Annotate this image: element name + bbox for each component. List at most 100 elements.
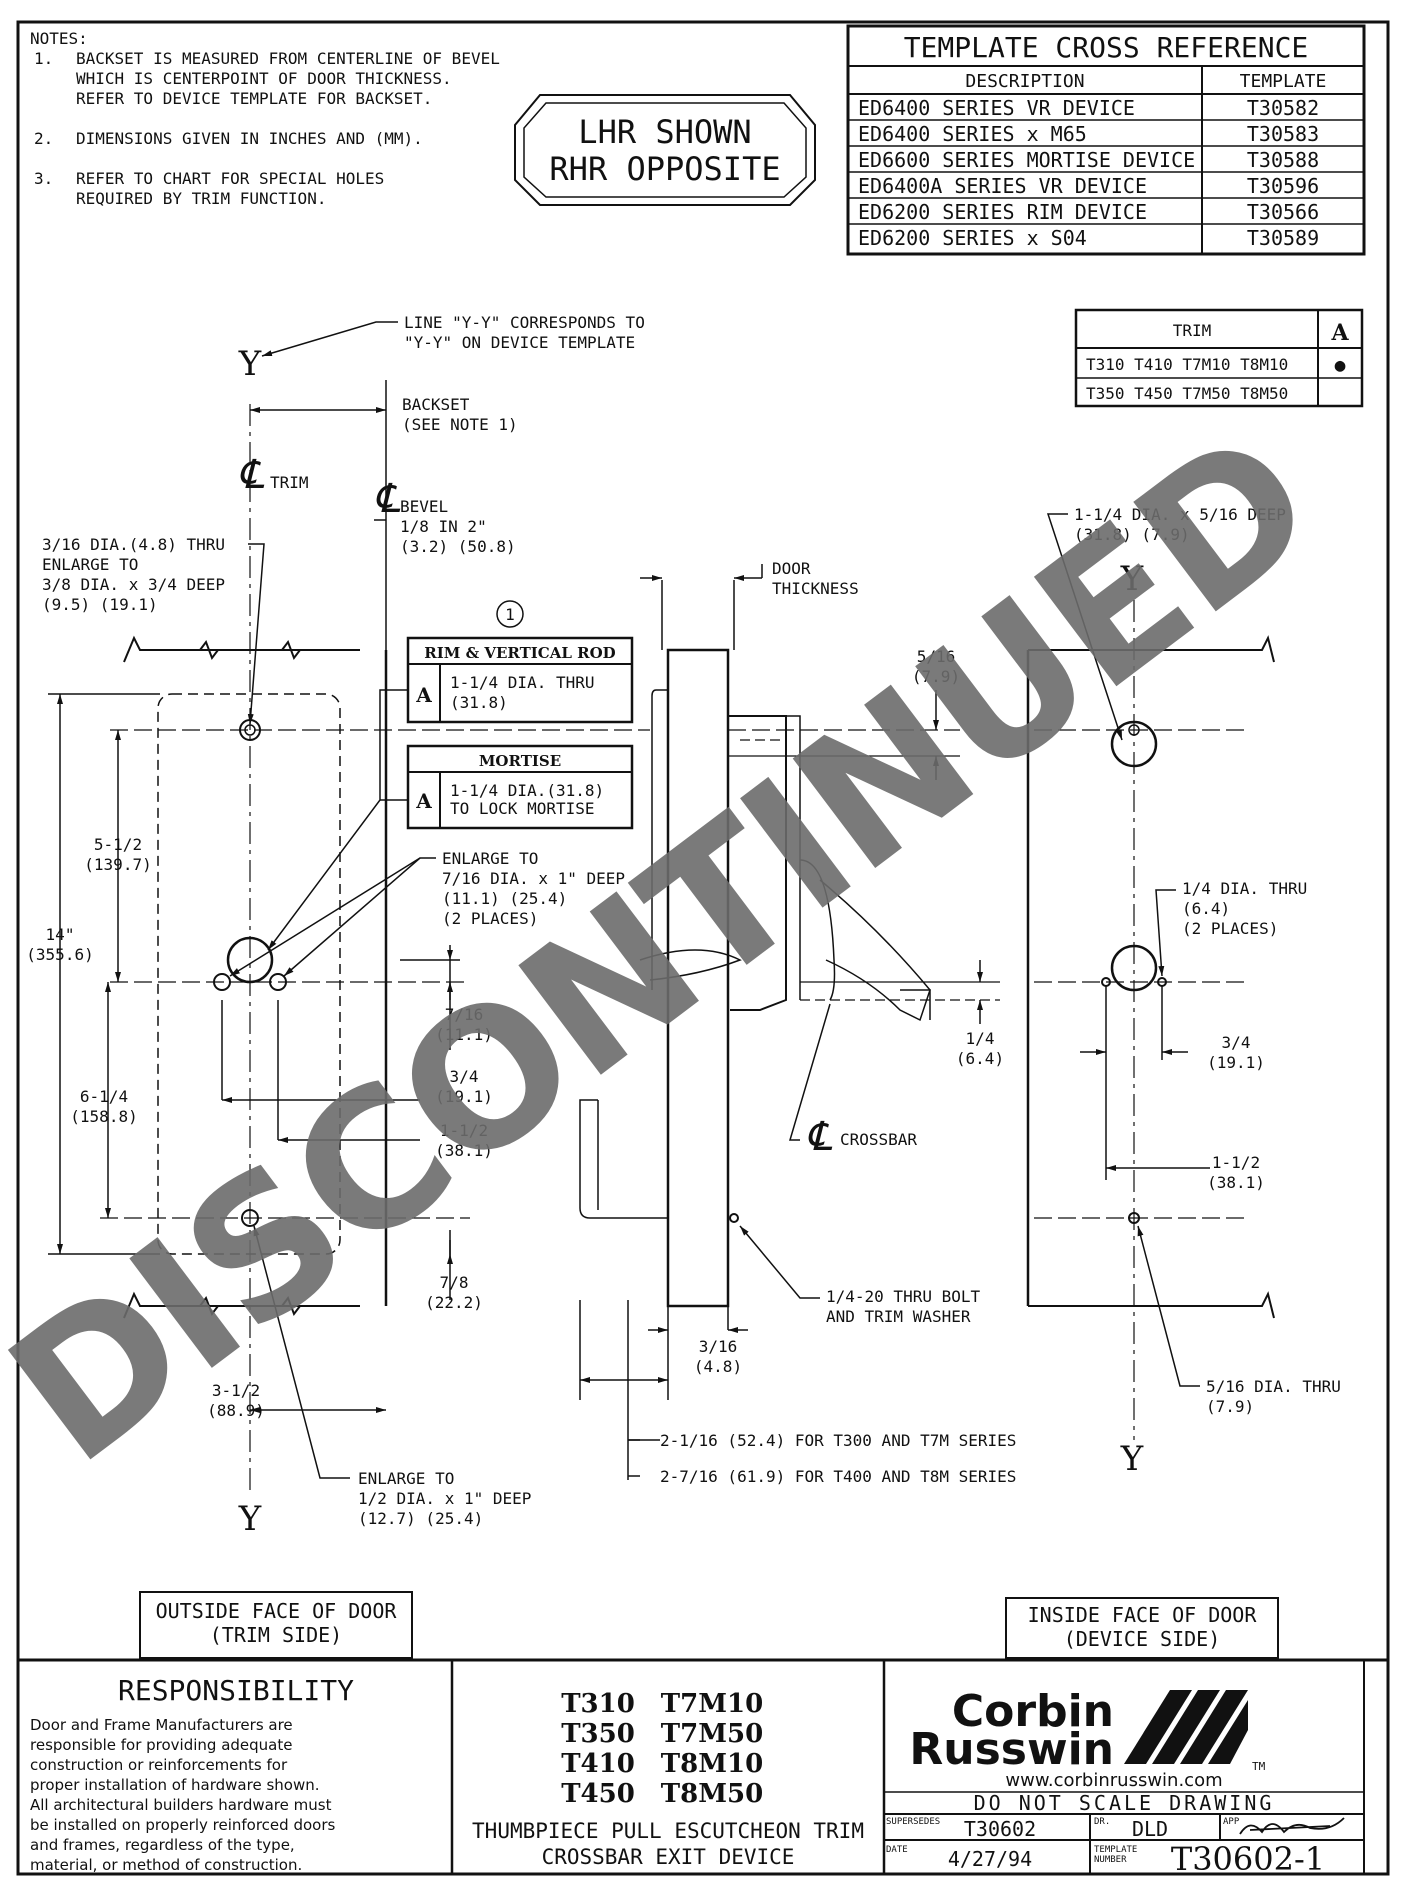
description-line-2: CROSSBAR EXIT DEVICE (542, 1845, 795, 1869)
rim-box-title: RIM & VERTICAL ROD (424, 644, 615, 662)
dim-3-1-2-mm: (88.9) (207, 1401, 265, 1420)
dim-1-4: 1/4 (966, 1029, 995, 1048)
outside-face-line-2: (TRIM SIDE) (210, 1623, 342, 1647)
xref-row-5-description: ED6200 SERIES RIM DEVICE (858, 200, 1147, 224)
xref-row-1-description: ED6400 SERIES VR DEVICE (858, 96, 1135, 120)
inside-face-line-1: INSIDE FACE OF DOOR (1028, 1603, 1258, 1627)
xref-row-2-description: ED6400 SERIES x M65 (858, 122, 1087, 146)
responsibility-line-3: construction or reinforcements for (30, 1756, 288, 1774)
thru-bolt-note-1: 1/4-20 THRU BOLT (826, 1287, 980, 1306)
trim-table-header-a: A (1330, 320, 1349, 346)
notes-block: NOTES: 1. BACKSET IS MEASURED FROM CENTE… (30, 29, 500, 208)
dim-3-4-mm: (19.1) (435, 1087, 493, 1106)
brand-logo-icon (1124, 1690, 1248, 1764)
centerline-bevel-label-1: BEVEL (400, 497, 448, 516)
circled-note-1: 1 (505, 605, 515, 624)
model-t450: T450 (561, 1779, 635, 1809)
centerline-crossbar-label: CROSSBAR (840, 1130, 917, 1149)
trim-table-row-2-models: T350 T450 T7M50 T8M50 (1086, 384, 1288, 403)
centerline-bevel-label-2: 1/8 IN 2" (400, 517, 487, 536)
note-2-number: 2. (34, 129, 53, 148)
centerline-trim-icon: ℄ (238, 452, 265, 498)
xref-row-3-template: T30588 (1247, 148, 1319, 172)
note-3-line-2: REQUIRED BY TRIM FUNCTION. (76, 189, 326, 208)
mortise-box-line-2: TO LOCK MORTISE (450, 799, 595, 818)
model-t350: T350 (561, 1719, 635, 1749)
inside-quarter-hole-note-1: 1/4 DIA. THRU (1182, 879, 1307, 898)
responsibility-line-2: responsible for providing adequate (30, 1736, 293, 1754)
discontinued-watermark: DISCONTINUED (0, 391, 1350, 1505)
rim-box-line-2: (31.8) (450, 693, 508, 712)
rim-vertical-rod-box: RIM & VERTICAL ROD A 1-1/4 DIA. THRU (31… (406, 636, 634, 724)
left-vertical-dimensions (48, 693, 160, 1255)
inside-dim-1-1-2-mm: (38.1) (1207, 1173, 1265, 1192)
center-dimensions (221, 945, 460, 1413)
supersedes-label: SUPERSEDES (886, 1817, 940, 1827)
cross-reference-title: TEMPLATE CROSS REFERENCE (904, 31, 1309, 64)
approval-signature (1239, 1817, 1345, 1835)
y-axis-label-bottom-left: Y (238, 1499, 262, 1539)
inside-face-line-2: (DEVICE SIDE) (1064, 1627, 1221, 1651)
date-value: 4/27/94 (948, 1847, 1032, 1871)
inside-dim-3-4-mm: (19.1) (1207, 1053, 1265, 1072)
xref-row-6-template: T30589 (1247, 226, 1319, 250)
dim-14-mm: (355.6) (26, 945, 93, 964)
enlarge-bottom-note-3: (12.7) (25.4) (358, 1509, 483, 1528)
mortise-box-line-1: 1-1/4 DIA.(31.8) (450, 781, 604, 800)
dim-3-4: 3/4 (450, 1067, 479, 1086)
top-hole-note-4: (9.5) (19.1) (42, 595, 158, 614)
notes-title: NOTES: (30, 29, 88, 48)
template-number-label-1: TEMPLATE (1094, 1845, 1137, 1855)
door-thickness-label-2: THICKNESS (772, 579, 859, 598)
y-axis-label-top-left: Y (238, 344, 262, 384)
xref-row-2-template: T30583 (1247, 122, 1319, 146)
backset-dimension (250, 380, 387, 650)
xref-row-4-description: ED6400A SERIES VR DEVICE (858, 174, 1147, 198)
dim-7-16-mm: (11.1) (435, 1025, 493, 1044)
responsibility-line-7: and frames, regardless of the type, (30, 1836, 295, 1854)
outside-face-line-1: OUTSIDE FACE OF DOOR (156, 1599, 398, 1623)
top-hole-note-3: 3/8 DIA. x 3/4 DEEP (42, 575, 225, 594)
door-thickness-label-1: DOOR (772, 559, 811, 578)
brand-trademark: TM (1252, 1760, 1266, 1773)
dim-7-16: 7/16 (445, 1005, 484, 1024)
dim-5-1-2-mm: (139.7) (84, 855, 151, 874)
dim-6-1-4: 6-1/4 (80, 1087, 128, 1106)
door-cross-section (579, 564, 1000, 1480)
inside-face-label: INSIDE FACE OF DOOR (DEVICE SIDE) (1005, 1597, 1279, 1659)
enlarge-note-3: (11.1) (25.4) (442, 889, 567, 908)
model-t410: T410 (561, 1749, 635, 1779)
inside-top-hole-note-2: (31.8) (7.9) (1074, 525, 1190, 544)
supersedes-value: T30602 (964, 1817, 1036, 1841)
note-1-number: 1. (34, 49, 53, 68)
dim-5-1-2: 5-1/2 (94, 835, 142, 854)
top-hole-note-2: ENLARGE TO (42, 555, 138, 574)
responsibility-line-1: Door and Frame Manufacturers are (30, 1716, 293, 1734)
dim-1-1-2: 1-1/2 (440, 1121, 488, 1140)
model-t7m50: T7M50 (661, 1719, 763, 1749)
template-number-label-2: NUMBER (1094, 1855, 1127, 1865)
model-t7m10: T7M10 (661, 1689, 763, 1719)
y-axis-label-bottom-right: Y (1120, 1439, 1144, 1479)
inside-quarter-hole-note-2: (6.4) (1182, 899, 1230, 918)
enlarge-bottom-note-1: ENLARGE TO (358, 1469, 454, 1488)
dim-1-1-2-mm: (38.1) (435, 1141, 493, 1160)
inside-quarter-hole-note-3: (2 PLACES) (1182, 919, 1278, 938)
outside-face-label: OUTSIDE FACE OF DOOR (TRIM SIDE) (139, 1591, 413, 1659)
responsibility-title: RESPONSIBILITY (118, 1674, 354, 1707)
xref-row-1-template: T30582 (1247, 96, 1319, 120)
hand-badge-line-2: RHR OPPOSITE (549, 150, 780, 188)
mortise-box: MORTISE A 1-1/4 DIA.(31.8) TO LOCK MORTI… (406, 744, 634, 830)
enlarge-note-1: ENLARGE TO (442, 849, 538, 868)
xref-row-5-template: T30566 (1247, 200, 1319, 224)
backset-label-2: (SEE NOTE 1) (402, 415, 518, 434)
brand-website: www.corbinrusswin.com (1005, 1770, 1222, 1791)
trim-table: TRIM A T310 T410 T7M10 T8M10 ● T350 T450… (1074, 308, 1364, 408)
note-3-line-1: REFER TO CHART FOR SPECIAL HOLES (76, 169, 384, 188)
t300-series-note: 2-1/16 (52.4) FOR T300 AND T7M SERIES (660, 1431, 1016, 1450)
note-3-number: 3. (34, 169, 53, 188)
mortise-box-a: A (415, 789, 432, 813)
inside-door-view (1026, 600, 1275, 1440)
line-yy-note-2: "Y-Y" ON DEVICE TEMPLATE (404, 333, 635, 352)
